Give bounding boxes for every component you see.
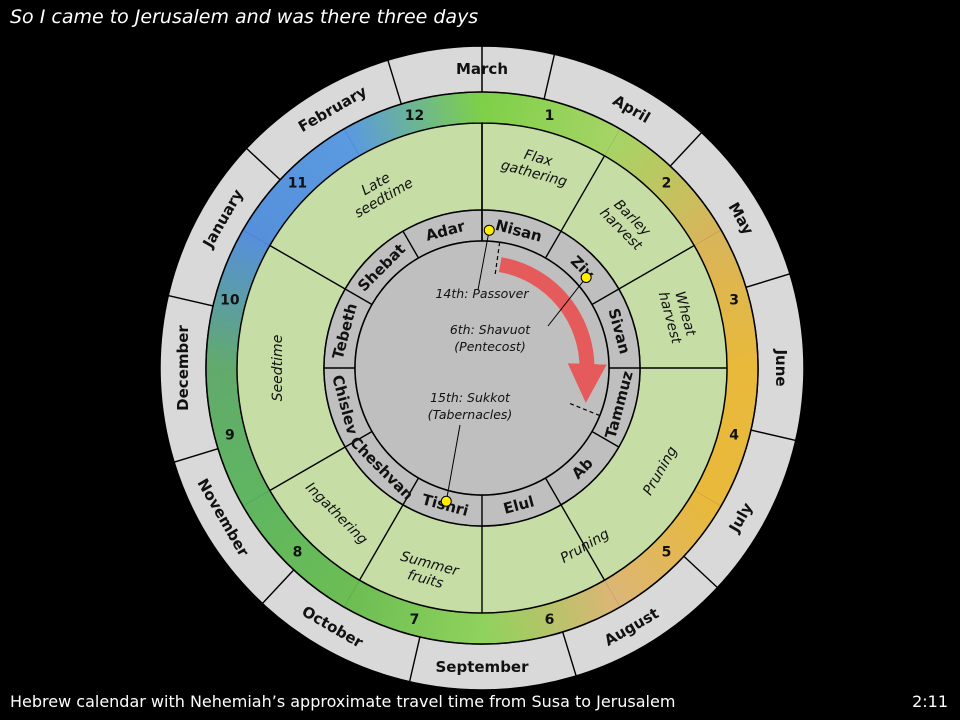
hebrew-month-divider [344, 430, 373, 448]
month-divider [246, 147, 281, 181]
slide-number: 2:11 [912, 692, 948, 711]
month-number-12: 12 [405, 108, 424, 124]
month-number-5: 5 [662, 545, 672, 561]
month-number-band-2 [604, 128, 722, 246]
month-divider [387, 59, 402, 105]
month-number-11: 11 [288, 175, 307, 191]
hebrew-month-divider [544, 230, 562, 259]
feast-label-3: 15th: Sukkot(Tabernacles) [428, 390, 513, 422]
season-divider [269, 244, 346, 290]
travel-time-arrow [498, 257, 607, 403]
season-ring: FlaxgatheringBarleyharvestWheatharvestPr… [236, 122, 728, 614]
hebrew-month-divider [591, 288, 620, 306]
season-line: Flax [522, 147, 555, 170]
month-number-6: 6 [545, 612, 555, 628]
month-divider [261, 569, 295, 604]
month-number-4: 4 [729, 428, 739, 444]
month-number-9: 9 [225, 428, 235, 444]
month-number-2: 2 [662, 175, 672, 191]
hebrew-month-divider [344, 288, 373, 306]
month-divider [543, 54, 556, 100]
month-number-band-5 [604, 490, 722, 608]
feast-marker-1 [483, 224, 495, 236]
feast-leader-line-1 [477, 230, 490, 291]
month-divider [745, 273, 791, 288]
season-divider [358, 504, 404, 581]
month-divider [168, 294, 214, 307]
season-divider [560, 155, 606, 232]
season-line: Seedtime [270, 335, 286, 402]
month-number-band-10 [206, 230, 270, 368]
season-divider [560, 504, 606, 581]
month-divider [408, 636, 421, 682]
travel-end-tick [569, 403, 600, 417]
month-number-band-7 [344, 580, 482, 644]
month-number-1: 1 [545, 108, 555, 124]
feast-marker-2 [580, 271, 592, 283]
feast-marker-3 [440, 495, 452, 507]
season-divider [269, 446, 346, 492]
center-disc [354, 240, 610, 496]
season-divider [618, 244, 695, 290]
feast-leader-line-2 [547, 277, 587, 327]
feast-center: 14th: Passover 6th: Shavuot(Pentecost) 15t… [354, 224, 610, 507]
slide-title: So I came to Jerusalem and was there thr… [10, 6, 479, 28]
caption: Hebrew calendar with Nehemiah’s approxim… [10, 692, 676, 711]
month-number-band-12 [344, 92, 482, 156]
month-number-band-1 [482, 92, 620, 156]
month-divider [750, 429, 796, 442]
month-number-band-11 [242, 128, 360, 246]
feast-leader-line-3 [445, 424, 461, 502]
month-number-10: 10 [220, 292, 240, 308]
month-divider [562, 631, 577, 677]
gregorian-month-june: June [772, 348, 790, 386]
hebrew-month-divider [591, 430, 620, 448]
gregorian-month-december: December [174, 325, 192, 411]
month-number-7: 7 [410, 612, 420, 628]
month-number-band-8 [242, 490, 360, 608]
month-divider [173, 448, 219, 463]
gregorian-month-september: September [436, 658, 530, 676]
month-divider [683, 555, 718, 589]
travel-start-tick [494, 242, 501, 275]
hebrew-month-divider [544, 477, 562, 506]
month-divider [669, 132, 703, 167]
month-number-band-6 [482, 580, 620, 644]
month-number-8: 8 [293, 545, 303, 561]
gregorian-month-march: March [456, 60, 508, 78]
month-number-band-9 [206, 368, 270, 506]
gregorian-month-ring: MarchAprilMayJuneJulyAugustSeptemberOcto… [159, 45, 805, 691]
feast-label-1: 14th: Passover [435, 286, 529, 301]
feast-label-2: 6th: Shavuot(Pentecost) [450, 322, 531, 354]
month-number-band-4 [694, 368, 758, 506]
hebrew-month-divider [402, 477, 420, 506]
hebrew-month-divider [402, 230, 420, 259]
month-number-3: 3 [729, 292, 739, 308]
season-label-8: Seedtime [270, 335, 286, 402]
month-number-band-3 [694, 230, 758, 368]
